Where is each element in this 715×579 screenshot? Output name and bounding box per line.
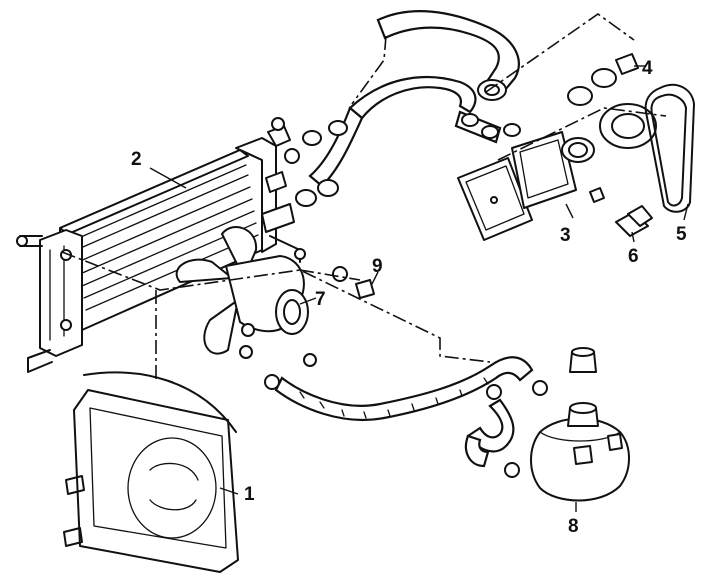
drive-belt [644,83,695,213]
radiator [16,117,306,373]
expansion-tank [530,347,630,502]
label-9: 9 [372,256,383,277]
callout-leaders [149,65,689,512]
fan-water-pump [175,226,317,367]
label-1: 1 [244,484,255,505]
label-2: 2 [131,149,142,170]
label-3: 3 [560,225,571,246]
lower-hose [264,356,548,478]
label-8: 8 [568,516,579,537]
label-6: 6 [628,246,639,267]
fitting-nine [332,266,375,299]
upper-hoses [295,10,521,207]
assembly-lines [61,13,667,380]
thermostat-housing [457,53,657,241]
label-5: 5 [676,224,687,245]
fan-shroud [63,371,239,573]
label-7: 7 [315,289,326,310]
label-4: 4 [642,58,653,79]
temperature-sender [615,205,653,237]
